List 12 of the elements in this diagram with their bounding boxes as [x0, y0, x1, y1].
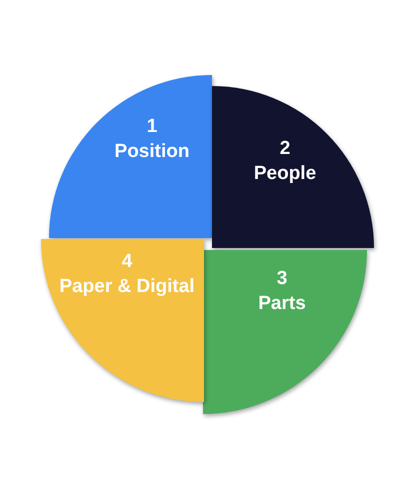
quadrant-segment [212, 86, 374, 248]
quadrant-segment [41, 239, 204, 402]
segment-label: Paper & Digital [59, 276, 195, 298]
segment-number: 2 [280, 138, 290, 160]
segment-number: 3 [276, 268, 288, 290]
segment-label: Parts [258, 293, 306, 315]
segment-label: Position [114, 141, 190, 163]
quadrant-segment [203, 250, 367, 414]
segment-number: 1 [146, 116, 158, 138]
segment-number: 4 [122, 251, 132, 273]
segment-label: People [254, 163, 316, 185]
quadrant-segment [49, 75, 212, 238]
